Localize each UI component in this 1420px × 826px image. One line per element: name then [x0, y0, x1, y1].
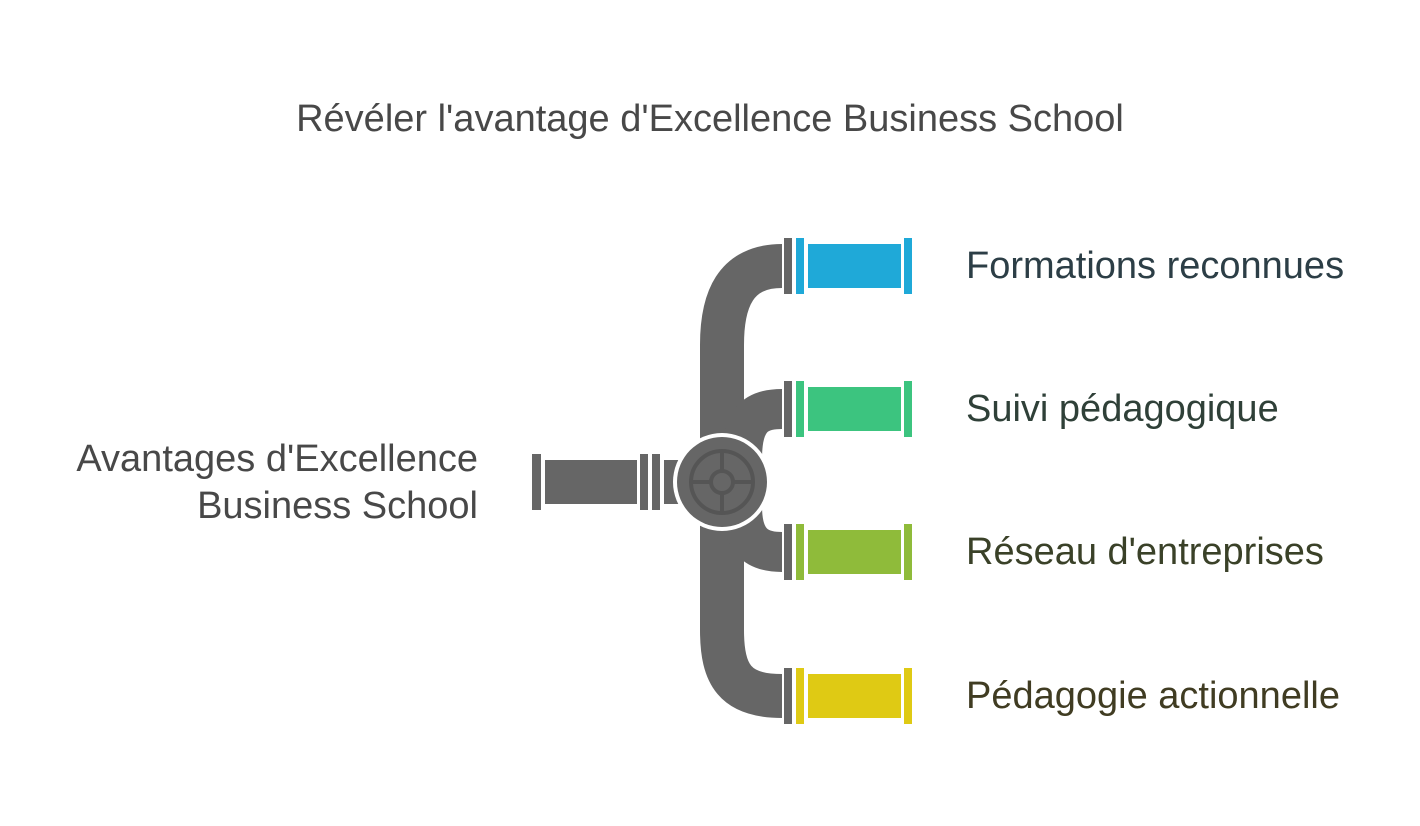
- output-couplers: [784, 238, 912, 724]
- output-label-2: Suivi pédagogique: [966, 388, 1279, 430]
- source-label: Avantages d'Excellence Business School: [76, 436, 478, 530]
- output-label-4: Pédagogie actionnelle: [966, 675, 1340, 717]
- output-coupler-2: [784, 381, 912, 437]
- source-label-line-1: Avantages d'Excellence: [76, 438, 478, 480]
- manifold-pipe: [700, 244, 784, 718]
- output-coupler-4: [784, 668, 912, 724]
- valve-icon: [673, 433, 771, 531]
- source-label-line-2: Business School: [197, 485, 478, 527]
- diagram-title: Révéler l'avantage d'Excellence Business…: [296, 98, 1124, 140]
- output-coupler-1: [784, 238, 912, 294]
- input-pipe: [532, 454, 684, 510]
- output-coupler-3: [784, 524, 912, 580]
- output-label-3: Réseau d'entreprises: [966, 531, 1324, 573]
- output-label-1: Formations reconnues: [966, 245, 1345, 287]
